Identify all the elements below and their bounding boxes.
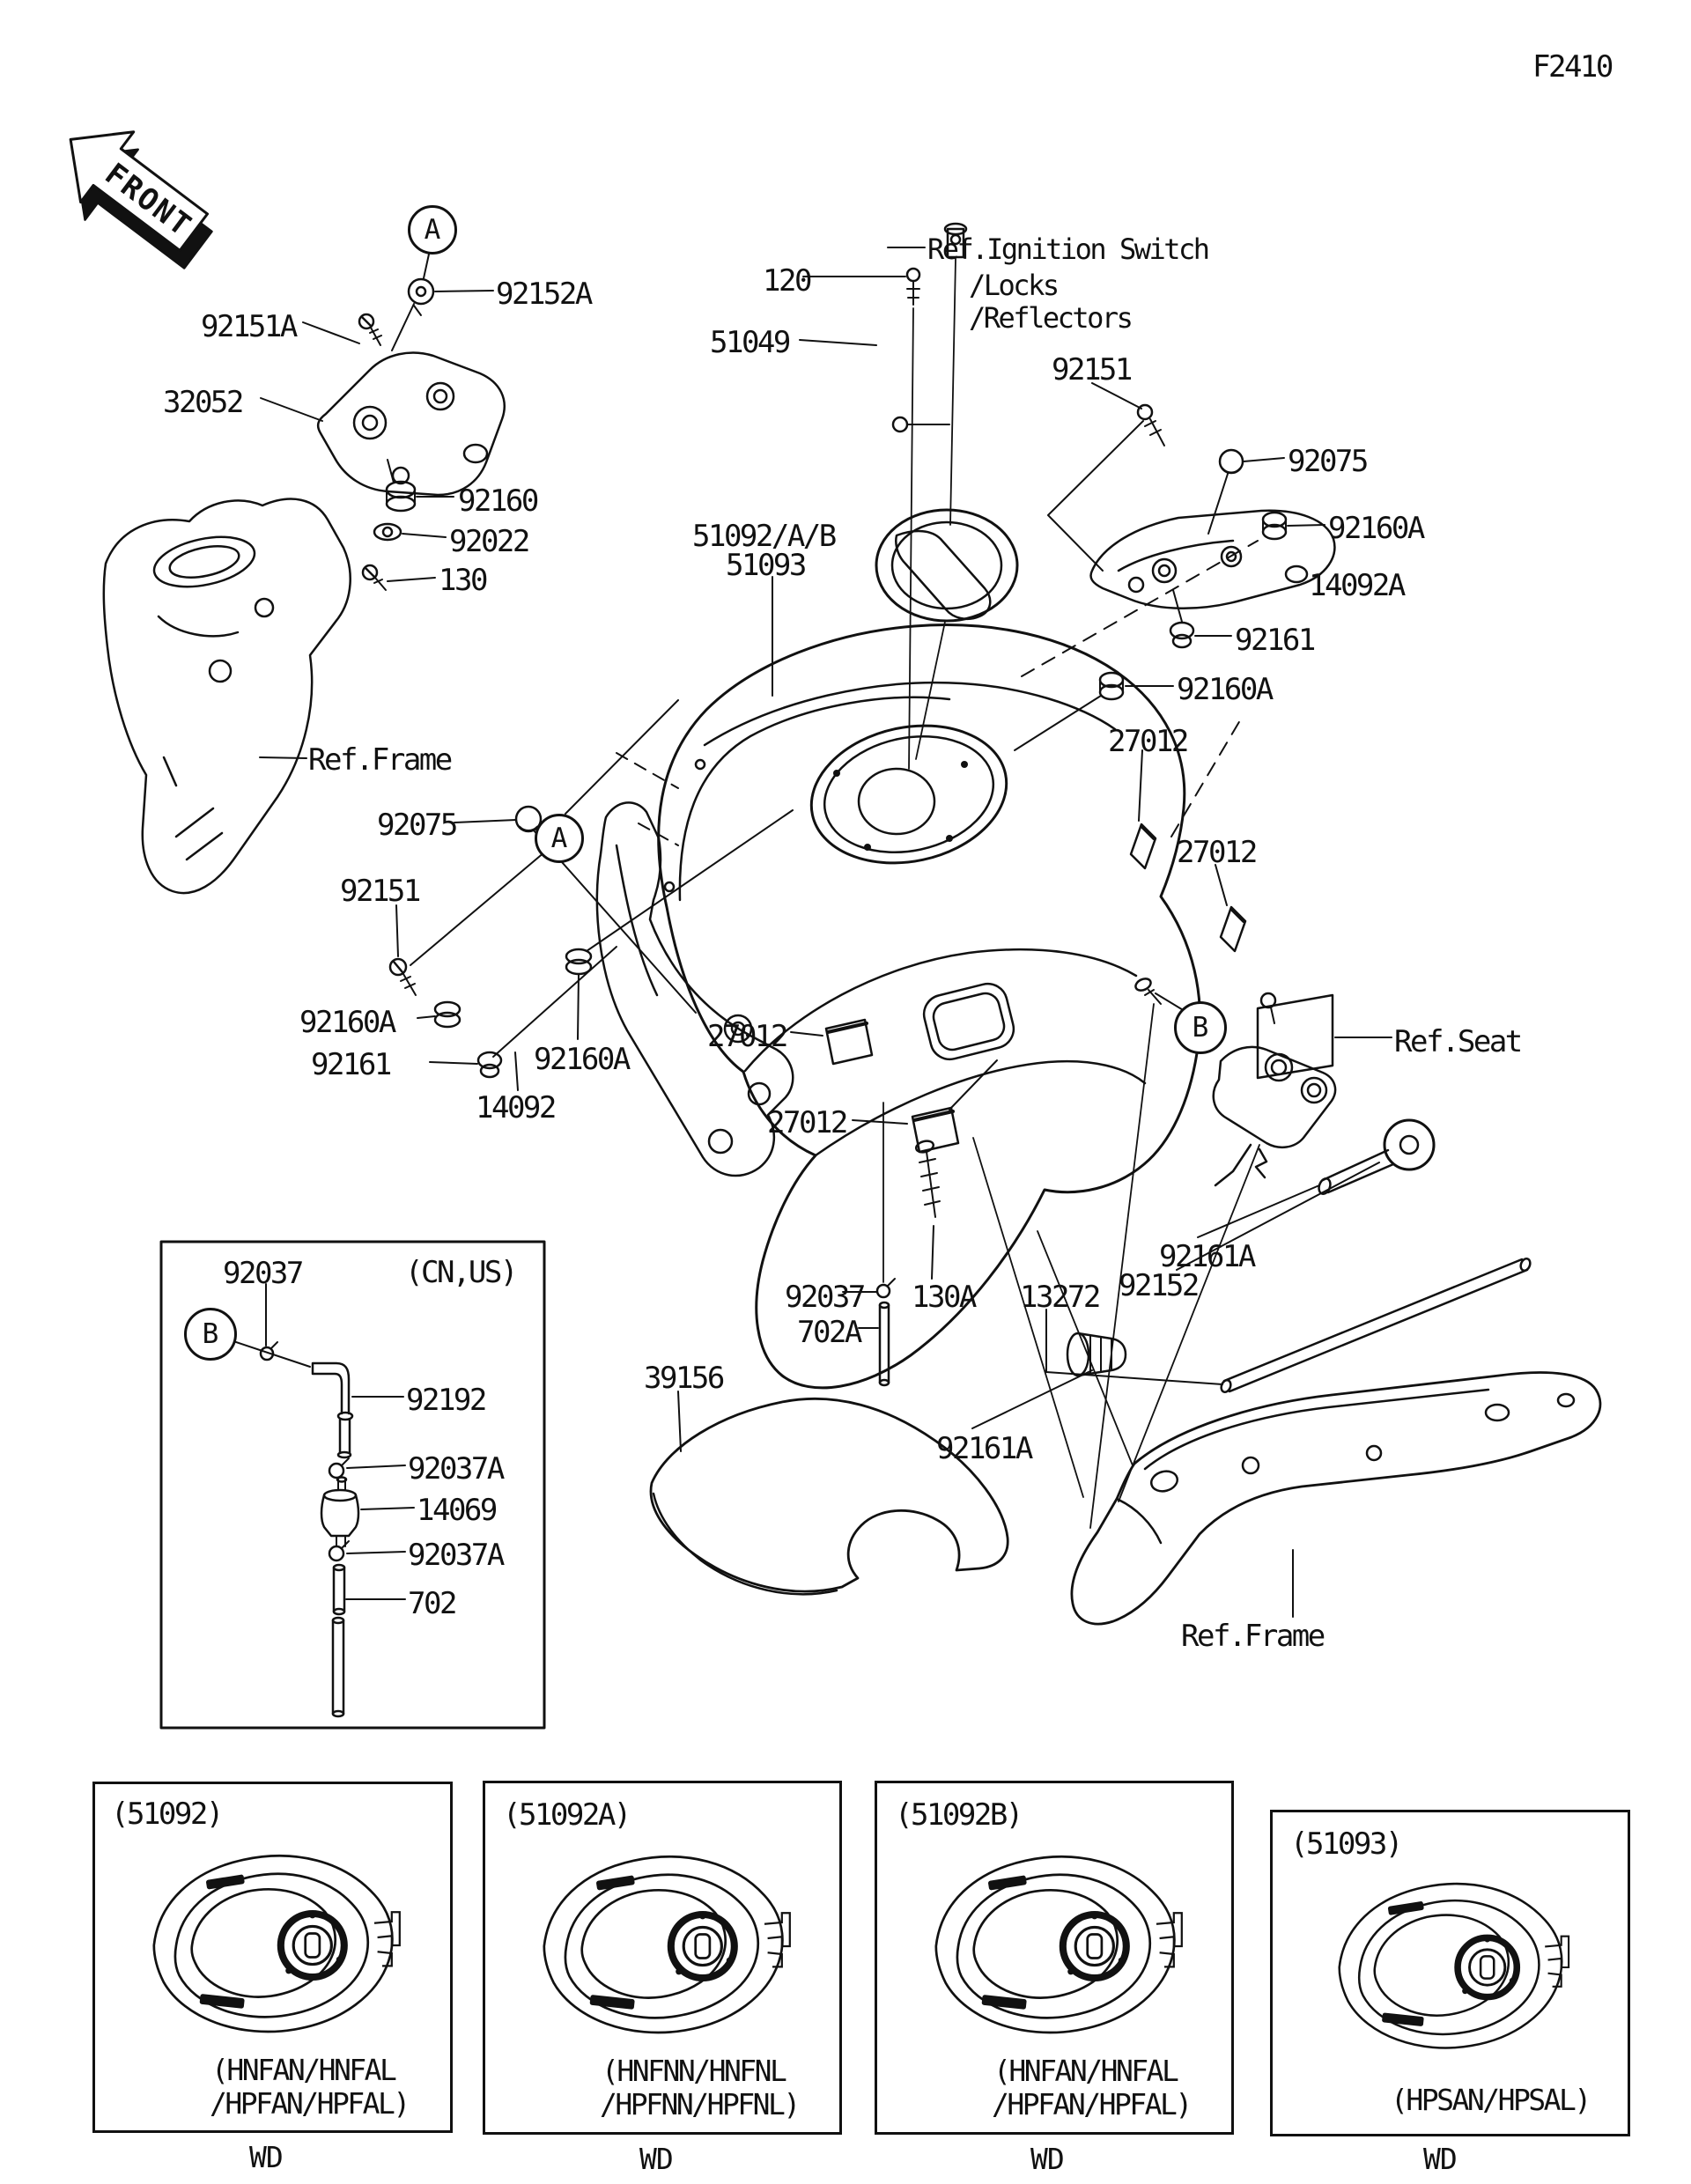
callout-92075-left: 92075: [377, 808, 458, 843]
callout-51092ab: 51092/A/B: [692, 519, 837, 554]
variant-footer-wd: WD: [249, 2140, 284, 2174]
callout-92037a-2: 92037A: [408, 1538, 505, 1573]
variant-box-51092a: (51092A) (HNFNN/HNFNL /HPFNN/HPFNL): [483, 1781, 842, 2135]
callout-92160a-left: 92160A: [299, 1005, 396, 1040]
callout-13272: 13272: [1020, 1280, 1101, 1315]
callout-92022: 92022: [449, 524, 530, 559]
callout-92037a-1: 92037A: [408, 1451, 505, 1487]
variant-codes-line1: (HNFAN/HNFAL: [993, 2054, 1179, 2088]
inset-box-cn-us: [159, 1240, 546, 1730]
fuel-cap-51049: [799, 222, 1019, 770]
callout-92151-right: 92151: [1052, 352, 1133, 387]
tank-top-view: [1292, 1856, 1606, 2078]
variant-part-number: (51093): [1290, 1826, 1403, 1862]
reflectors-27012: [790, 749, 1247, 1154]
callout-92037-main: 92037: [785, 1280, 866, 1315]
variant-box-51093: (51093) (HPSAN/HPSAL): [1270, 1810, 1630, 2136]
callout-92151-left: 92151: [340, 874, 421, 909]
callout-92075-right: 92075: [1288, 444, 1369, 479]
callout-27012-b1: 27012: [707, 1019, 788, 1054]
fuel-tank-body: [565, 576, 1201, 1390]
callout-14092: 14092: [476, 1090, 557, 1125]
variant-codes-line2: /HPFAN/HPFAL): [210, 2086, 410, 2121]
callout-51049: 51049: [710, 325, 791, 360]
variant-footer-wd: WD: [1030, 2142, 1065, 2176]
seat-rail-frame: [1037, 1230, 1602, 1626]
callout-51093: 51093: [726, 548, 807, 583]
callout-92161-left: 92161: [311, 1047, 392, 1082]
callout-32052: 32052: [163, 385, 244, 420]
damper-92160-set: [361, 459, 454, 591]
callout-702: 702: [408, 1586, 457, 1621]
variant-footer-wd: WD: [1423, 2142, 1458, 2176]
callout-92161a-top: 92161A: [1159, 1239, 1256, 1274]
callout-cn-us: (CN,US): [405, 1255, 518, 1290]
variant-codes-line2: /HPFNN/HPFNL): [600, 2087, 801, 2121]
callout-92192: 92192: [406, 1383, 487, 1418]
callout-92151a: 92151A: [201, 309, 298, 344]
callout-ref-ignition-switch: Ref.Ignition Switch: [927, 232, 1210, 266]
callout-130a: 130A: [912, 1280, 977, 1315]
callout-14069: 14069: [417, 1493, 498, 1528]
callout-92152a: 92152A: [496, 277, 593, 312]
bracket-14092A: [1014, 382, 1336, 837]
view-marker-b-right: B: [1174, 1001, 1227, 1054]
callout-92037-inset: 92037: [223, 1256, 304, 1291]
callout-ref-seat: Ref.Seat: [1394, 1024, 1523, 1059]
ref-seat-assembly: [972, 978, 1392, 1529]
callout-702a: 702A: [797, 1315, 862, 1350]
variant-codes-line1: (HNFAN/HNFAL: [211, 2053, 397, 2087]
front-arrow: FRONT: [69, 130, 213, 269]
tank-top-view: [503, 1827, 820, 2065]
callout-92160: 92160: [458, 483, 539, 519]
callout-27012-r2: 27012: [1177, 835, 1258, 870]
callout-130: 130: [439, 563, 488, 598]
view-marker-a-top: A: [408, 205, 457, 255]
callout-39156: 39156: [644, 1361, 725, 1396]
callout-ref-reflectors: /Reflectors: [969, 301, 1133, 335]
variant-codes-line2: /HPFAN/HPFAL): [992, 2087, 1193, 2121]
callout-92152: 92152: [1119, 1268, 1200, 1303]
callout-92160a-mid: 92160A: [1177, 672, 1274, 707]
rear-fasteners: [842, 1102, 1532, 1429]
fiche-code: F2410: [1532, 49, 1613, 85]
tank-top-view: [113, 1826, 430, 2064]
callout-27012-b2: 27012: [767, 1105, 848, 1140]
tank-top-view: [895, 1827, 1212, 2065]
bracket-14092: [388, 801, 794, 1177]
callout-ref-frame-bottom: Ref.Frame: [1181, 1619, 1325, 1654]
callout-92160a-left2: 92160A: [534, 1042, 631, 1077]
callout-120: 120: [763, 263, 812, 299]
callout-92161a-bottom: 92161A: [936, 1431, 1033, 1466]
callout-ref-frame-left: Ref.Frame: [308, 742, 453, 778]
callout-92160a-right: 92160A: [1328, 511, 1425, 546]
variant-footer-wd: WD: [639, 2142, 674, 2176]
view-marker-a-mid: A: [535, 814, 584, 863]
callout-ref-locks: /Locks: [969, 269, 1060, 302]
variant-part-number: (51092A): [503, 1797, 631, 1833]
variant-codes-line1: (HPSAN/HPSAL): [1391, 2083, 1591, 2117]
tank-pad-39156: [649, 1391, 1009, 1596]
bracket-32052: [260, 249, 506, 497]
view-marker-b-inset: B: [184, 1308, 237, 1361]
variant-part-number: (51092B): [895, 1797, 1023, 1833]
variant-box-51092b: (51092B) (HNFAN/HNFAL /HPFAN/HPFAL): [875, 1781, 1234, 2135]
variant-box-51092: (51092) (HNFAN/HNFAL /HPFAN/HPFAL): [92, 1782, 453, 2133]
callout-27012-r1: 27012: [1108, 724, 1189, 759]
variant-codes-line1: (HNFNN/HNFNL: [602, 2054, 787, 2088]
variant-part-number: (51092): [111, 1797, 224, 1832]
callout-14092a: 14092A: [1309, 568, 1406, 603]
ref-frame-left: [102, 498, 351, 895]
callout-92161-right: 92161: [1235, 623, 1316, 658]
